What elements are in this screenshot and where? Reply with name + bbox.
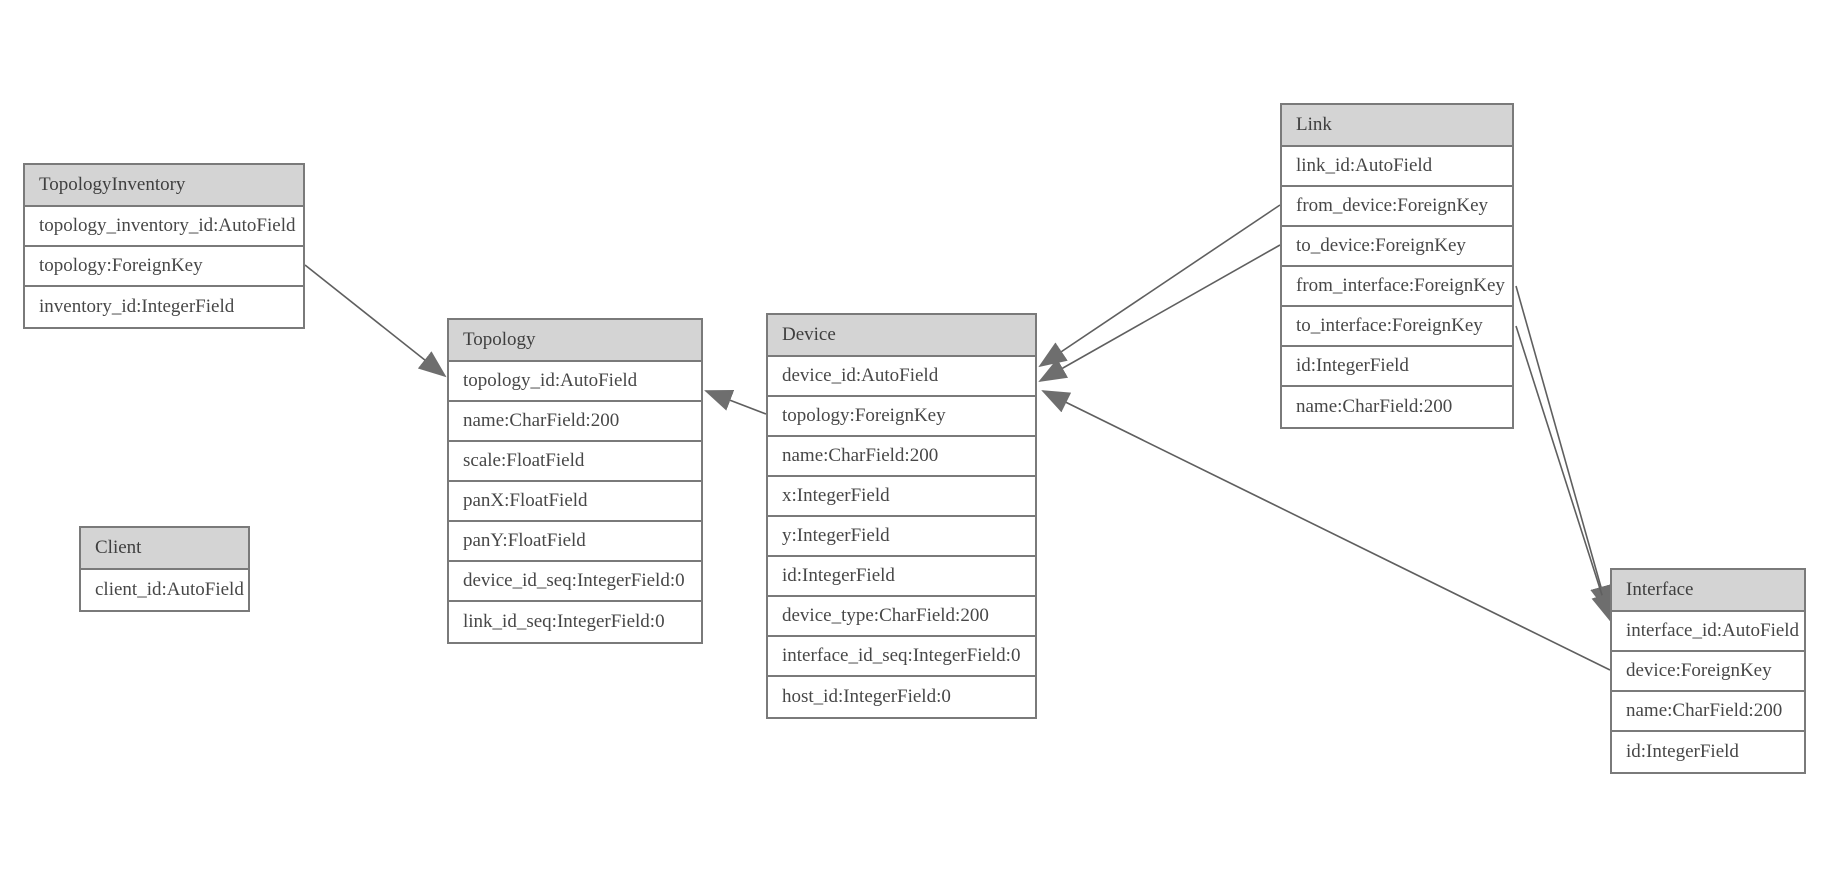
field-interface-id: id:IntegerField — [1626, 741, 1739, 762]
field-interface-device: device:ForeignKey — [1612, 652, 1804, 692]
field-link-id: id:IntegerField — [1282, 347, 1512, 387]
relationship-link-from_interface-to-interface — [1515, 285, 1612, 614]
field-device-id: id:IntegerField — [768, 557, 1035, 597]
field-topology-device_id_seq: device_id_seq:IntegerField:0 — [449, 562, 701, 602]
relationship-interface-device-to-device — [1041, 390, 1611, 671]
field-client-client_id: client_id:AutoField — [95, 579, 244, 600]
relationship-link-to_interface-to-interface — [1515, 325, 1613, 622]
field-topologyinventory-topology_inventory_id: topology_inventory_id:AutoField — [25, 207, 303, 247]
field-topology-topology_id: topology_id:AutoField — [449, 362, 701, 402]
relationship-device-topology-to-topology — [704, 390, 767, 415]
entity-header-interface: Interface — [1612, 570, 1804, 612]
entity-header-link: Link — [1282, 105, 1512, 147]
field-device-interface_id_seq: interface_id_seq:IntegerField:0 — [768, 637, 1035, 677]
field-topology-panY: panY:FloatField — [449, 522, 701, 562]
field-topologyinventory-inventory_id: inventory_id:IntegerField — [39, 296, 235, 317]
relationship-link-from_device-to-device — [1038, 204, 1281, 368]
entity-header-topology: Topology — [449, 320, 701, 362]
field-topologyinventory-topology: topology:ForeignKey — [25, 247, 303, 287]
field-device-y: y:IntegerField — [768, 517, 1035, 557]
field-device-name: name:CharField:200 — [768, 437, 1035, 477]
field-link-to_device: to_device:ForeignKey — [1282, 227, 1512, 267]
field-device-host_id: host_id:IntegerField:0 — [782, 686, 951, 707]
relationship-link-to_device-to-device — [1038, 244, 1281, 382]
field-device-device_type: device_type:CharField:200 — [768, 597, 1035, 637]
field-topology-panX: panX:FloatField — [449, 482, 701, 522]
entity-header-device: Device — [768, 315, 1035, 357]
entity-header-topologyinventory: TopologyInventory — [25, 165, 303, 207]
field-topology-link_id_seq: link_id_seq:IntegerField:0 — [463, 611, 665, 632]
field-interface-name: name:CharField:200 — [1612, 692, 1804, 732]
field-link-from_device: from_device:ForeignKey — [1282, 187, 1512, 227]
field-link-from_interface: from_interface:ForeignKey — [1282, 267, 1512, 307]
field-link-to_interface: to_interface:ForeignKey — [1282, 307, 1512, 347]
field-link-link_id: link_id:AutoField — [1282, 147, 1512, 187]
entity-header-client: Client — [81, 528, 248, 570]
relationship-topologyinventory-topology-to-topology — [304, 264, 447, 378]
field-device-device_id: device_id:AutoField — [768, 357, 1035, 397]
field-topology-name: name:CharField:200 — [449, 402, 701, 442]
field-topology-scale: scale:FloatField — [449, 442, 701, 482]
field-link-name: name:CharField:200 — [1296, 396, 1453, 417]
field-device-x: x:IntegerField — [768, 477, 1035, 517]
entity-client: Client client_id:AutoField — [79, 526, 250, 612]
field-device-topology: topology:ForeignKey — [768, 397, 1035, 437]
field-interface-interface_id: interface_id:AutoField — [1612, 612, 1804, 652]
